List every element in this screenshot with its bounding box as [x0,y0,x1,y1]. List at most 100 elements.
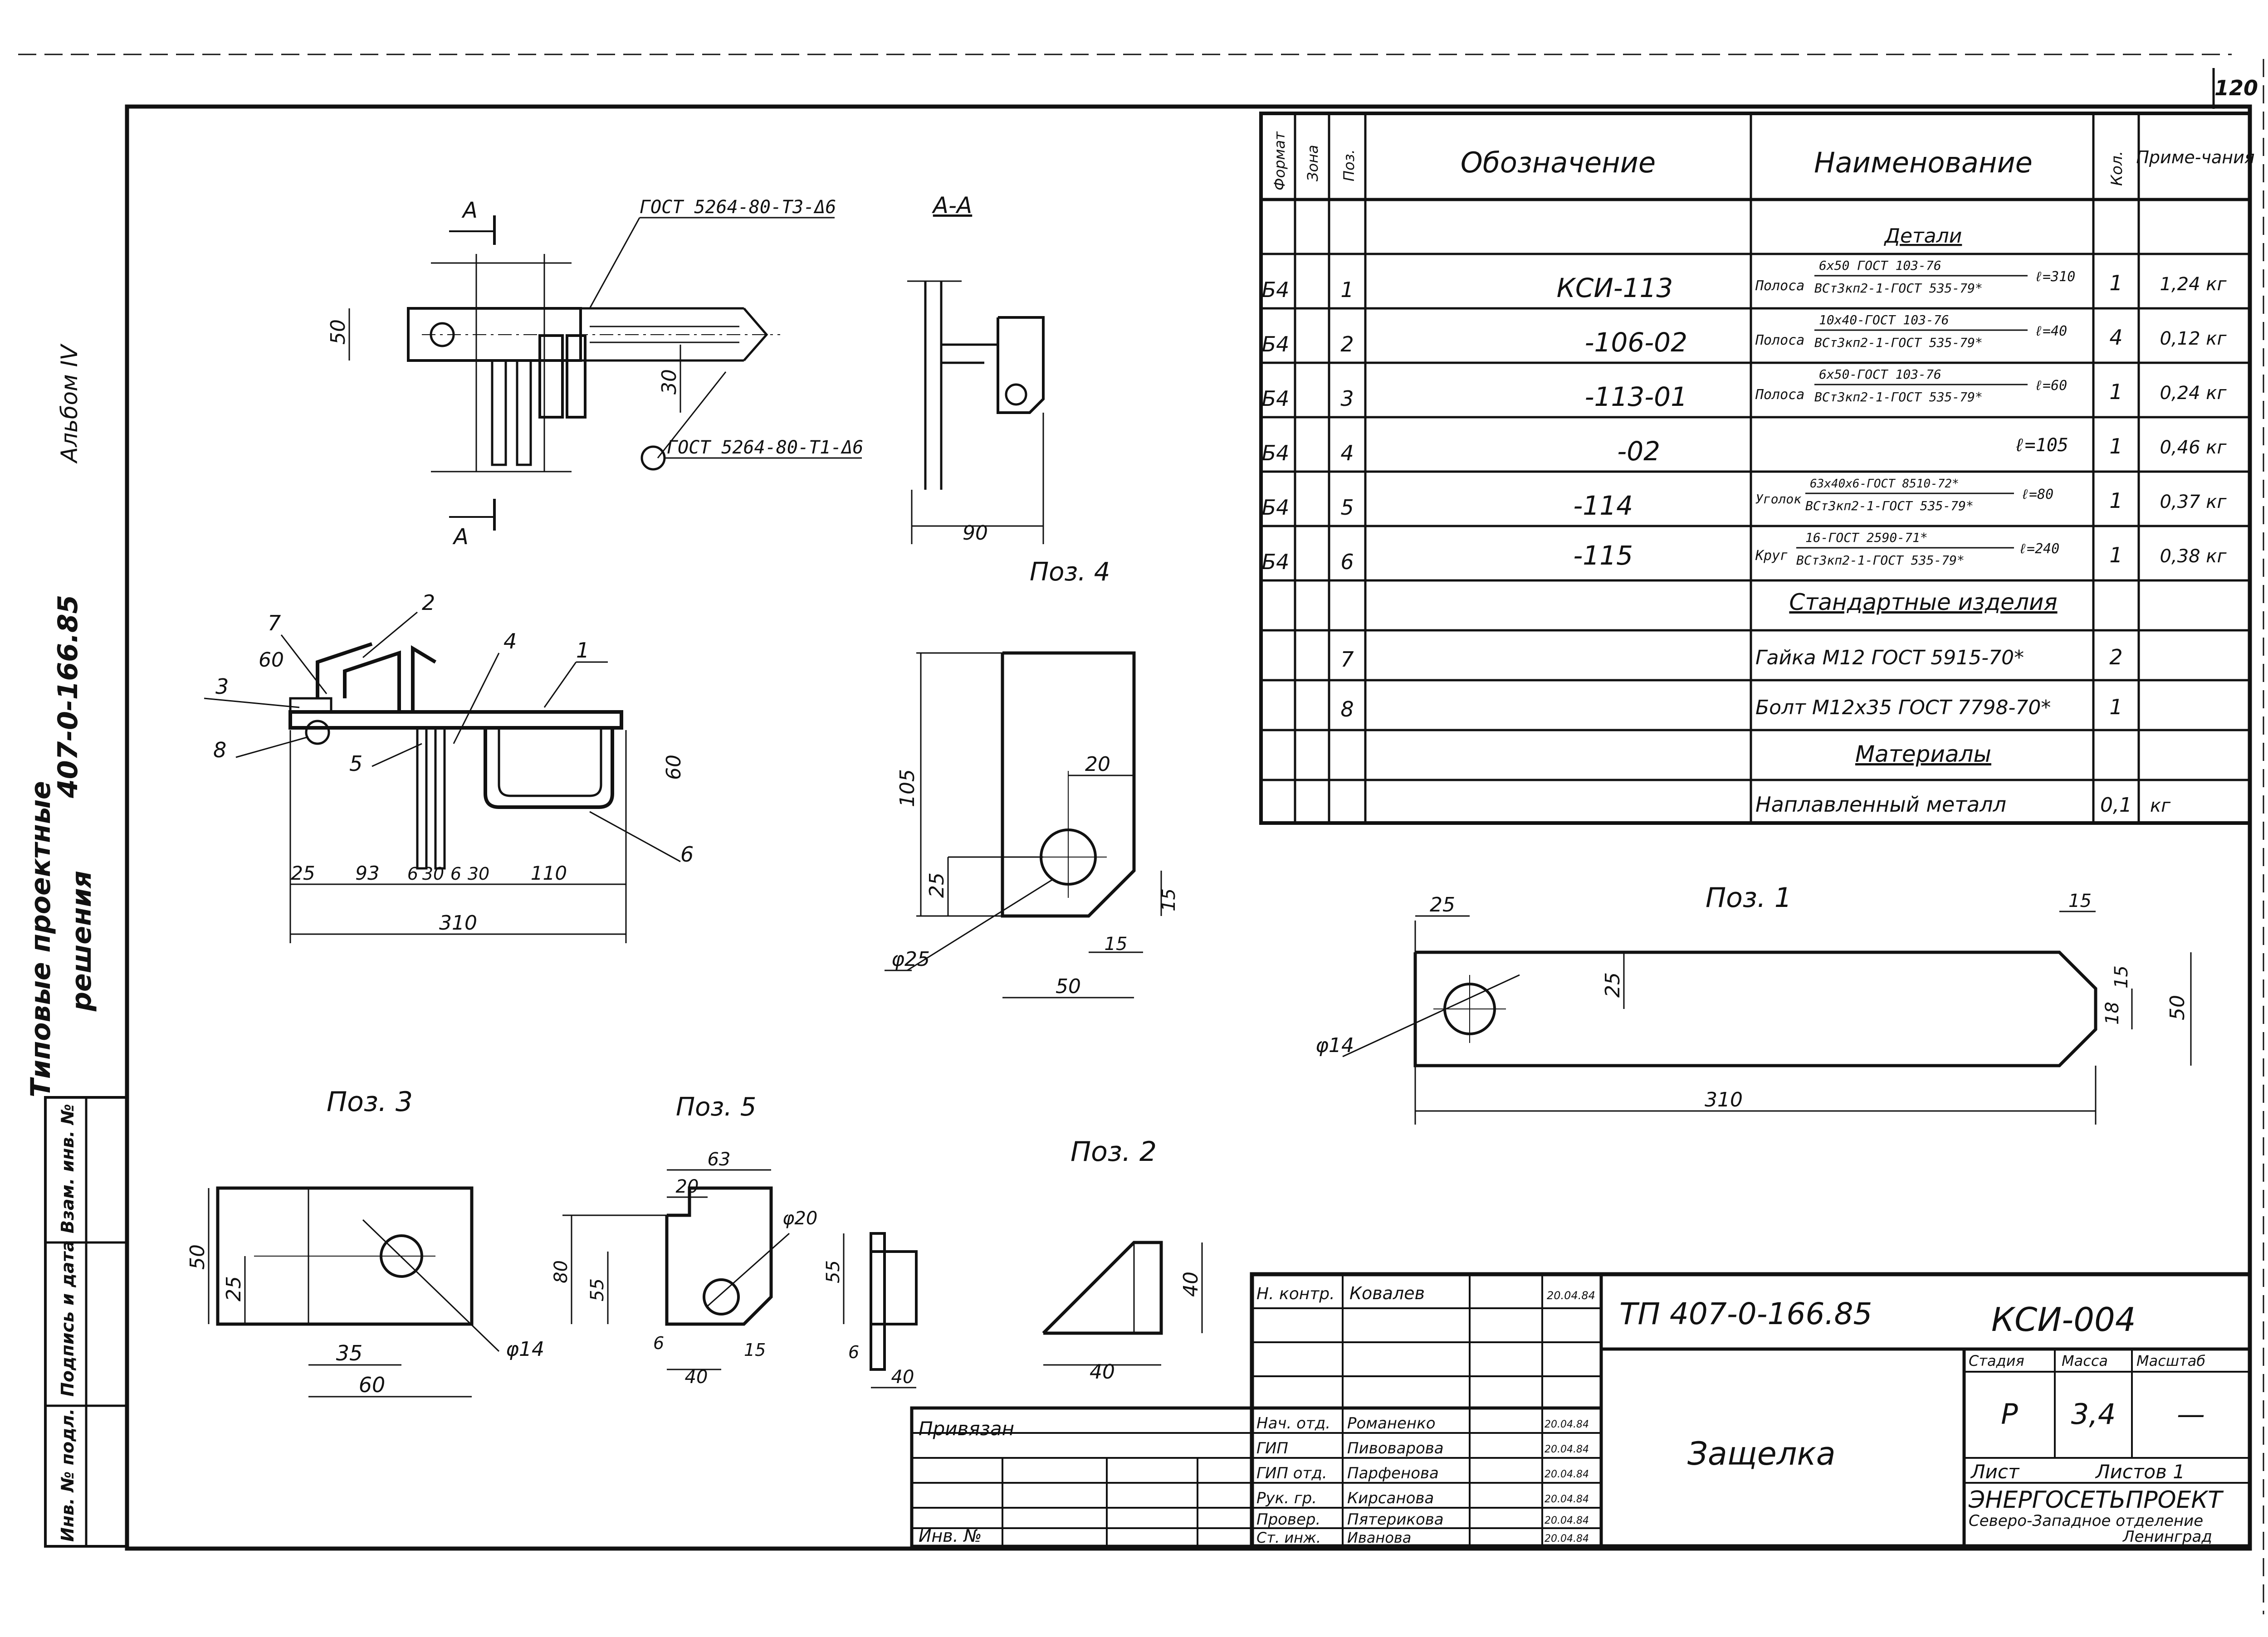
series-title-1: Типовые проектные [25,781,57,1097]
series-title-2: решения [66,871,98,1012]
svg-text:0,12 кг: 0,12 кг [2160,328,2227,349]
pos-label: 2 [422,590,435,615]
dim-25-poz4: 25 [925,872,948,898]
header-name: Наименование [1814,146,2033,179]
dim-20-poz5: 20 [676,1176,699,1197]
svg-text:1: 1 [2109,434,2122,458]
svg-text:1: 1 [1340,278,1354,302]
svg-text:20.04.84: 20.04.84 [1545,1515,1589,1526]
dim-40-poz2: 40 [1090,1360,1115,1384]
dim-310-side: 310 [439,911,477,935]
svg-text:7: 7 [1340,647,1354,672]
bound-label: Привязан [919,1418,1014,1440]
svg-text:0,24 кг: 0,24 кг [2160,383,2227,404]
spec-row: Б4 3 -113-01 Полоса 6х50-ГОСТ 103-76 ВСт… [1262,367,2227,412]
svg-text:Пивоварова: Пивоварова [1347,1439,1444,1457]
dim-40-poz5-side: 40 [891,1367,914,1388]
svg-text:20.04.84: 20.04.84 [1545,1533,1589,1544]
dim-25-poz1-top: 25 [1430,893,1455,916]
svg-text:Б4: Б4 [1262,495,1290,520]
staff-row: ГИП Пивоварова 20.04.84 [1256,1439,1589,1457]
mass-value: 3,4 [2071,1398,2116,1431]
svg-text:ГИП: ГИП [1256,1439,1288,1457]
svg-text:4: 4 [1340,441,1354,465]
svg-text:20.04.84: 20.04.84 [1545,1469,1589,1480]
pos-label: 6 [680,842,694,867]
poz2-title: Поз. 2 [1070,1136,1157,1168]
staff-row: Рук. гр. Кирсанова 20.04.84 [1256,1489,1589,1507]
svg-text:20.04.84: 20.04.84 [1545,1419,1589,1430]
svg-text:ℓ=240: ℓ=240 [2019,541,2059,557]
weld-note-1: ГОСТ 5264-80-Т3-Δ6 [640,197,836,218]
svg-text:0,38 кг: 0,38 кг [2160,546,2227,567]
dim-phi25: φ25 [891,948,930,971]
svg-text:Парфенова: Парфенова [1347,1464,1439,1482]
dim-phi14-poz1: φ14 [1315,1034,1354,1057]
dim-80-poz5: 80 [551,1260,572,1283]
svg-text:Полоса: Полоса [1755,278,1804,294]
drawing-frame [125,104,2252,1551]
svg-text:ВСт3кп2-1-ГОСТ 535-79*: ВСт3кп2-1-ГОСТ 535-79* [1814,390,1983,404]
svg-text:Б4: Б4 [1262,550,1290,574]
drawing-code: ТП 407-0-166.85 [1619,1296,1872,1331]
spec-row: Б4 6 -115 Круг 16-ГОСТ 2590-71* ВСт3кп2-… [1262,530,2227,574]
header-format: Формат [1271,131,1288,190]
dim-50-poz1: 50 [2166,995,2189,1020]
dim-110: 110 [531,862,567,884]
pos-label: 4 [503,629,517,653]
dim-50-poz4: 50 [1056,975,1081,998]
svg-text:Провер.: Провер. [1256,1510,1320,1529]
svg-text:Уголок: Уголок [1755,492,1801,507]
pos-label: 3 [215,674,229,699]
svg-text:-114: -114 [1573,490,1633,521]
svg-text:Б4: Б4 [1262,332,1290,356]
drawing-title: Защелка [1687,1435,1836,1472]
svg-text:-113-01: -113-01 [1585,381,1687,412]
dim-25-side: 25 [291,862,315,884]
svg-text:0,46 кг: 0,46 кг [2160,437,2227,458]
dim-6-side: 6 [407,864,418,884]
dim-phi14-poz3: φ14 [506,1338,544,1361]
svg-text:2: 2 [1340,332,1354,356]
staff-row: Ст. инж. Иванова 20.04.84 [1256,1529,1589,1546]
section-details: Детали [1884,224,1962,248]
dim-6-side-b: 6 [450,864,461,884]
poz2-gusset: Поз. 2 40 40 [1042,1136,1203,1384]
series-code: 407-0-166.85 [52,595,84,799]
section-a-a: А-А 90 Поз. 4 [907,192,1110,587]
svg-text:ВСт3кп2-1-ГОСТ 535-79*: ВСт3кп2-1-ГОСТ 535-79* [1796,553,1965,568]
svg-text:-02: -02 [1617,436,1660,467]
dim-90: 90 [963,521,988,545]
dim-18: 18 [2102,1002,2123,1025]
section-mark-bottom: А [452,524,469,550]
poz5-title: Поз. 5 [676,1092,756,1122]
inv-sub-label: Инв. № подл. [58,1408,78,1542]
sheet-number: 120 [2214,76,2258,100]
svg-text:ℓ=80: ℓ=80 [2021,487,2053,502]
svg-text:6х50 ГОСТ 103-76: 6х50 ГОСТ 103-76 [1819,258,1941,273]
dim-63: 63 [708,1149,731,1170]
org-city: Ленинград [2122,1528,2212,1546]
header-qty: Кол. [2108,151,2126,186]
svg-text:1: 1 [2109,271,2122,295]
poz3-title: Поз. 3 [327,1086,413,1118]
svg-text:ВСт3кп2-1-ГОСТ 535-79*: ВСт3кп2-1-ГОСТ 535-79* [1814,281,1983,296]
svg-text:1: 1 [2109,488,2122,513]
dim-15-poz4-v: 15 [1158,888,1179,911]
dim-30: 30 [658,369,681,395]
spec-row: Наплавленный металл 0,1 кг [1755,792,2171,817]
svg-text:Ст. инж.: Ст. инж. [1256,1529,1321,1546]
svg-text:ГИП отд.: ГИП отд. [1256,1464,1327,1482]
svg-text:ВСт3кп2-1-ГОСТ 535-79*: ВСт3кп2-1-ГОСТ 535-79* [1814,335,1983,350]
spec-row: 8 Болт М12х35 ГОСТ 7798-70* 1 [1340,695,2122,721]
svg-text:6х50-ГОСТ 103-76: 6х50-ГОСТ 103-76 [1819,367,1941,382]
svg-text:КСИ-113: КСИ-113 [1557,273,1673,303]
svg-text:Пятерикова: Пятерикова [1347,1510,1444,1529]
spec-row: Б4 2 -106-02 Полоса 10х40-ГОСТ 103-76 ВС… [1262,312,2227,358]
dim-15-poz1-side: 15 [2111,965,2132,989]
svg-text:10х40-ГОСТ 103-76: 10х40-ГОСТ 103-76 [1819,312,1949,327]
svg-text:кг: кг [2150,795,2171,816]
svg-text:20.04.84: 20.04.84 [1547,1289,1595,1302]
svg-text:6: 6 [1340,550,1354,574]
dim-20-poz4: 20 [1085,753,1110,776]
